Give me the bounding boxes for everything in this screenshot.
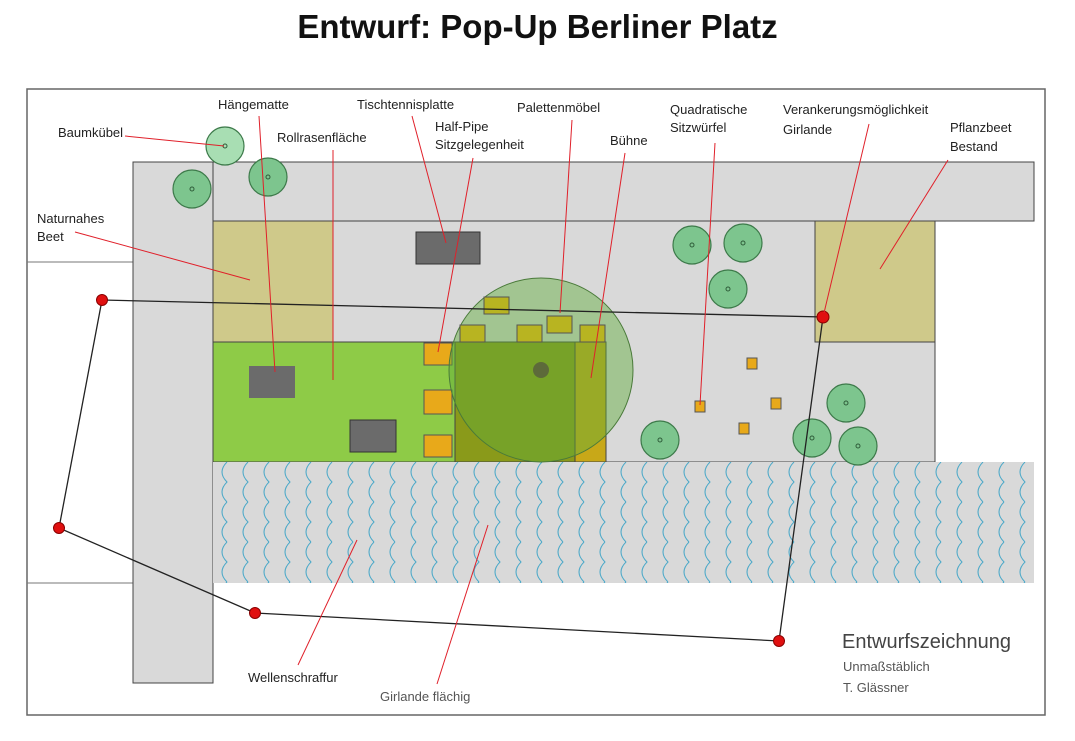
- pointer-tischtennis: [411, 115, 447, 244]
- label-sitzwuerfel-1: Quadratische: [670, 102, 747, 117]
- title-block-scale: Unmaßstäblich: [843, 659, 930, 674]
- anchor-point: [96, 294, 108, 306]
- label-girlande-flaechig: Girlande flächig: [380, 689, 470, 704]
- title-block-heading: Entwurfszeichnung: [842, 631, 1011, 653]
- label-sitzwuerfel-2: Sitzwürfel: [670, 120, 726, 135]
- pointer-naturnahes: [74, 231, 251, 281]
- seat-cube: [746, 357, 758, 370]
- tree-planter: [672, 225, 712, 265]
- halfpipe-seat: [423, 342, 453, 366]
- garland-lines: [53, 294, 830, 647]
- pointer-sitzwuerfel: [699, 142, 716, 406]
- label-paletten: Palettenmöbel: [517, 100, 600, 115]
- pointer-halfpipe: [437, 157, 474, 353]
- label-naturnahes-1: Naturnahes: [37, 211, 105, 226]
- label-tischtennis: Tischtennisplatte: [357, 97, 454, 112]
- existing-plant-bed: [814, 220, 936, 343]
- tree-planter: [838, 426, 878, 466]
- title-block-author: T. Glässner: [843, 680, 909, 695]
- table-tennis-table: [415, 231, 481, 265]
- pointer-lines: [74, 115, 949, 685]
- label-haengematte: Hängematte: [218, 97, 289, 112]
- pointer-girlande-flaechig: [436, 524, 489, 685]
- pallet: [483, 296, 510, 315]
- hammock-2: [349, 419, 397, 453]
- natural-bed: [212, 220, 334, 343]
- seat-cubes: [694, 357, 782, 435]
- paving-left-strip: [132, 161, 214, 684]
- stage-center-mark: [533, 362, 549, 378]
- garland-line: [58, 299, 824, 642]
- lawn-area: [212, 341, 456, 463]
- anchor-point: [773, 635, 785, 647]
- pointer-verankerung: [823, 123, 870, 314]
- label-halfpipe-2: Sitzgelegenheit: [435, 137, 524, 152]
- pallet: [546, 315, 573, 334]
- tree-planter: [826, 383, 866, 423]
- label-baumkuebel: Baumkübel: [58, 125, 123, 140]
- pointer-baumkuebel: [124, 135, 225, 147]
- wave-hatch: [213, 462, 1034, 583]
- tree-planter: [172, 169, 212, 209]
- title-block: Entwurfszeichnung Unmaßstäblich T. Gläss…: [842, 631, 1011, 695]
- anchor-point: [816, 310, 830, 324]
- pointer-paletten: [559, 119, 573, 314]
- label-buehne: Bühne: [610, 133, 648, 148]
- pallet: [459, 324, 486, 343]
- paving-top-strip: [212, 161, 1035, 222]
- tree-planter: [723, 223, 763, 263]
- label-verankerung-2: Girlande: [783, 122, 832, 137]
- pointer-pflanzbeet: [879, 159, 949, 270]
- tree-planters: [172, 126, 878, 466]
- halfpipe-seats: [423, 342, 453, 458]
- tree-planter: [248, 157, 288, 197]
- pointer-wellen: [297, 539, 358, 666]
- halfpipe-seat: [423, 434, 453, 458]
- anchor-point: [53, 522, 65, 534]
- label-halfpipe-1: Half-Pipe: [435, 119, 488, 134]
- label-verankerung-1: Verankerungsmöglichkeit: [783, 102, 929, 117]
- pointer-buehne: [590, 152, 626, 379]
- page-title: Entwurf: Pop-Up Berliner Platz: [297, 8, 778, 45]
- label-rollrasen: Rollrasenfläche: [277, 130, 367, 145]
- pointer-haengematte: [258, 115, 276, 373]
- anchor-point: [249, 607, 261, 619]
- label-wellen: Wellenschraffur: [248, 670, 339, 685]
- seat-cube: [738, 422, 750, 435]
- seat-cube: [770, 397, 782, 410]
- labels: Baumkübel Hängematte Rollrasenfläche Nat…: [37, 97, 1012, 704]
- label-pflanzbeet-1: Pflanzbeet: [950, 120, 1012, 135]
- stage-area: [454, 341, 576, 463]
- tree-planter: [792, 418, 832, 458]
- halfpipe-seat: [423, 389, 453, 415]
- pallet: [579, 324, 606, 343]
- label-naturnahes-2: Beet: [37, 229, 64, 244]
- tree-planter: [640, 420, 680, 460]
- tree-planter: [708, 269, 748, 309]
- label-pflanzbeet-2: Bestand: [950, 139, 998, 154]
- pallet: [516, 324, 543, 343]
- hammock: [249, 366, 295, 398]
- tree-planter: [205, 126, 245, 166]
